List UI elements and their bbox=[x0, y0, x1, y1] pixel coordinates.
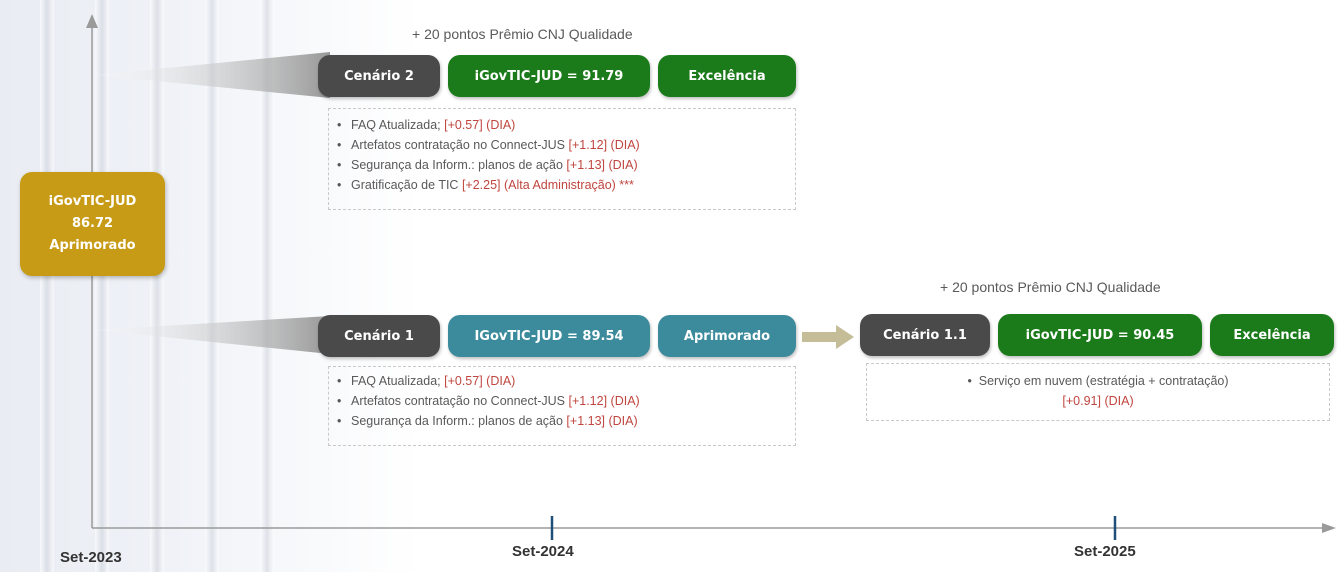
scenario1-level: Aprimorado bbox=[658, 315, 796, 357]
scenario11-actions: • Serviço em nuvem (estratégia + contrat… bbox=[866, 363, 1330, 421]
list-item: FAQ Atualizada; [+0.57] (DIA) bbox=[329, 115, 795, 135]
list-item: Artefatos contratação no Connect-JUS [+1… bbox=[329, 391, 795, 411]
scenario2-actions: FAQ Atualizada; [+0.57] (DIA) Artefatos … bbox=[328, 108, 796, 210]
tick-label-set-2025: Set-2025 bbox=[1074, 543, 1136, 560]
list-item: FAQ Atualizada; [+0.57] (DIA) bbox=[329, 371, 795, 391]
list-item: Gratificação de TIC [+2.25] (Alta Admini… bbox=[329, 175, 795, 195]
scenario11-prize: + 20 pontos Prêmio CNJ Qualidade bbox=[940, 279, 1161, 295]
scenario11-score: iGovTIC-JUD = 90.45 bbox=[998, 314, 1202, 356]
scenario2-badge: Cenário 2 bbox=[318, 55, 440, 97]
list-item: Segurança da Inform.: planos de ação [+1… bbox=[329, 155, 795, 175]
scenario1-wedge bbox=[95, 316, 330, 354]
scenario1-actions: FAQ Atualizada; [+0.57] (DIA) Artefatos … bbox=[328, 366, 796, 446]
scenario11-level: Excelência bbox=[1210, 314, 1334, 356]
current-index-box: iGovTIC-JUD 86.72 Aprimorado bbox=[20, 172, 165, 276]
scenario11-badge: Cenário 1.1 bbox=[860, 314, 990, 356]
current-index-level: Aprimorado bbox=[49, 238, 136, 253]
scenario1-score: IGovTIC-JUD = 89.54 bbox=[448, 315, 650, 357]
list-item: Segurança da Inform.: planos de ação [+1… bbox=[329, 411, 795, 431]
current-index-value: 86.72 bbox=[71, 216, 114, 231]
x-axis-arrow bbox=[1322, 523, 1336, 533]
tick-label-set-2024: Set-2024 bbox=[512, 543, 574, 560]
list-item-delta: [+0.91] (DIA) bbox=[1062, 394, 1134, 408]
scenario2-level: Excelência bbox=[658, 55, 796, 97]
scenario1-badge: Cenário 1 bbox=[318, 315, 440, 357]
list-item: • Serviço em nuvem (estratégia + contrat… bbox=[967, 374, 1229, 388]
current-index-label: iGovTIC-JUD bbox=[48, 194, 137, 209]
tick-label-set-2023: Set-2023 bbox=[60, 549, 122, 566]
scenario2-prize: + 20 pontos Prêmio CNJ Qualidade bbox=[412, 26, 633, 42]
scenario2-score: iGovTIC-JUD = 91.79 bbox=[448, 55, 650, 97]
scenario2-wedge bbox=[95, 52, 330, 98]
list-item: Artefatos contratação no Connect-JUS [+1… bbox=[329, 135, 795, 155]
y-axis-arrow bbox=[86, 14, 98, 28]
arrow-right-icon bbox=[802, 325, 854, 349]
